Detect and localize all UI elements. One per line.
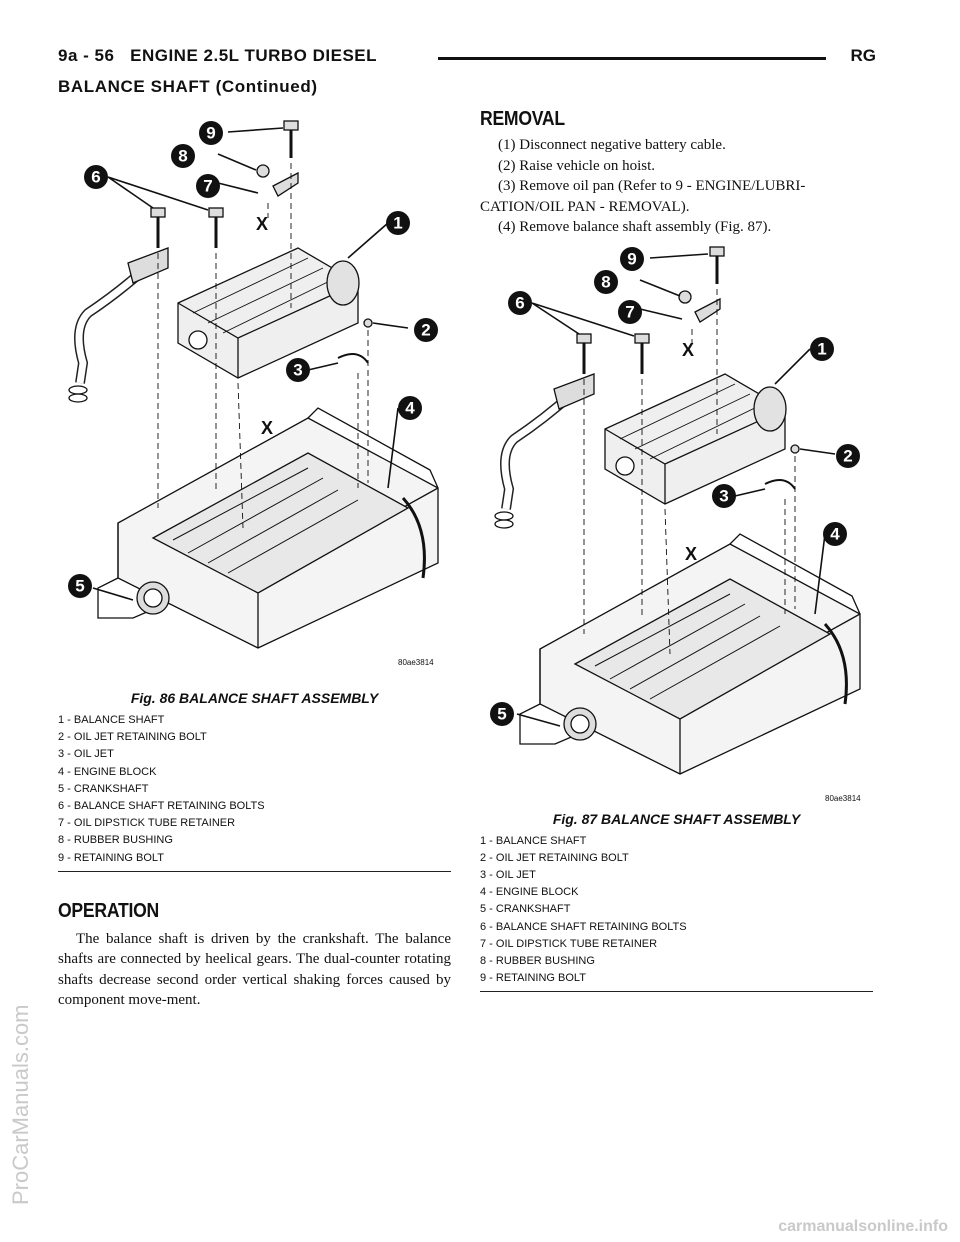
operation-heading: OPERATION [58, 899, 159, 922]
svg-text:6: 6 [91, 168, 100, 187]
footer-url: carmanualsonline.info [778, 1218, 948, 1235]
svg-text:2: 2 [421, 321, 430, 340]
figure-87-legend: 1 - BALANCE SHAFT 2 - OIL JET RETAINING … [480, 833, 873, 993]
legend-item: 4 - ENGINE BLOCK [58, 765, 157, 778]
removal-step: (4) Remove balance shaft assembly (Fig. … [498, 219, 772, 235]
operation-section: OPERATION The balance shaft is driven by… [58, 900, 451, 1011]
figure-86: X X 9 8 7 6 1 2 3 4 5 80ae3814 Fig. 86 B… [58, 108, 451, 872]
legend-item: 7 - OIL DIPSTICK TUBE RETAINER [480, 937, 658, 950]
svg-text:8: 8 [178, 147, 187, 166]
legend-item: 5 - CRANKSHAFT [480, 903, 571, 916]
figure-87: X X 9 8 7 6 1 2 3 4 5 80ae3814 Fig. 87 B… [480, 244, 873, 993]
svg-text:9: 9 [206, 124, 215, 143]
svg-text:1: 1 [817, 339, 826, 358]
legend-item: 9 - RETAINING BOLT [58, 851, 164, 864]
legend-item: 3 - OIL JET [58, 748, 114, 761]
callouts: 9 8 7 6 1 2 3 4 5 [68, 121, 438, 598]
callouts: 9 8 7 6 1 2 3 4 5 [490, 246, 860, 726]
operation-text: The balance shaft is driven by the crank… [58, 929, 451, 1011]
figure-87-illustration: X X 9 8 7 6 1 2 3 4 5 80ae3814 [490, 245, 861, 803]
figure-86-legend: 1 - BALANCE SHAFT 2 - OIL JET RETAINING … [58, 712, 451, 872]
legend-item: 9 - RETAINING BOLT [480, 972, 586, 985]
svg-text:9: 9 [627, 249, 636, 268]
svg-text:3: 3 [293, 361, 302, 380]
figure-86-illustration: X X 9 8 7 6 1 2 3 4 5 80ae3814 [68, 120, 439, 667]
removal-step: (1) Disconnect negative battery cable. [498, 137, 726, 153]
legend-item: 7 - OIL DIPSTICK TUBE RETAINER [58, 817, 236, 830]
svg-text:3: 3 [719, 486, 728, 505]
legend-item: 8 - RUBBER BUSHING [58, 834, 173, 847]
svg-text:5: 5 [75, 577, 84, 596]
figure-86-title: Fig. 86 BALANCE SHAFT ASSEMBLY [130, 690, 379, 706]
x-marker: X [261, 418, 273, 438]
removal-steps: (1) Disconnect negative battery cable. (… [480, 135, 873, 238]
right-column: REMOVAL (1) Disconnect negative battery … [480, 108, 873, 993]
removal-step: (2) Raise vehicle on hoist. [498, 157, 656, 174]
page-header: 9a - 56 ENGINE 2.5L TURBO DIESEL RG [58, 46, 876, 76]
x-marker: X [682, 340, 694, 360]
legend-item: 1 - BALANCE SHAFT [58, 714, 165, 726]
legend-item: 5 - CRANKSHAFT [58, 782, 149, 795]
figure-87-title: Fig. 87 BALANCE SHAFT ASSEMBLY [552, 810, 801, 827]
left-column: X X 9 8 7 6 1 2 3 4 5 80ae3814 Fig. 86 B… [58, 108, 451, 1011]
removal-step: (3) Remove oil pan (Refer to 9 - ENGINE/… [480, 178, 806, 215]
svg-text:6: 6 [515, 293, 524, 312]
svg-text:1: 1 [393, 214, 402, 233]
operation-paragraph: The balance shaft is driven by the crank… [58, 930, 451, 1009]
x-marker: X [256, 214, 268, 234]
watermark: ProCarManuals.com [8, 1004, 33, 1205]
legend-item: 2 - OIL JET RETAINING BOLT [58, 731, 207, 744]
legend-item: 4 - ENGINE BLOCK [480, 886, 579, 899]
svg-text:5: 5 [497, 704, 506, 723]
svg-text:7: 7 [625, 302, 634, 321]
removal-heading: REMOVAL [480, 108, 565, 130]
section-continued-title: BALANCE SHAFT (Continued) [58, 77, 318, 96]
x-marker: X [685, 544, 697, 564]
legend-item: 3 - OIL JET [480, 868, 536, 881]
header-code: RG [850, 46, 877, 65]
svg-text:4: 4 [830, 524, 840, 543]
legend-item: 2 - OIL JET RETAINING BOLT [480, 851, 629, 864]
removal-section: REMOVAL (1) Disconnect negative battery … [480, 108, 873, 238]
page-section-title: 9a - 56 ENGINE 2.5L TURBO DIESEL [58, 46, 378, 65]
legend-item: 6 - BALANCE SHAFT RETAINING BOLTS [480, 920, 687, 933]
legend-item: 8 - RUBBER BUSHING [480, 954, 595, 967]
svg-text:8: 8 [601, 272, 610, 291]
legend-item: 1 - BALANCE SHAFT [480, 834, 587, 847]
svg-text:2: 2 [843, 446, 852, 465]
svg-text:7: 7 [203, 177, 212, 196]
header-rule [438, 57, 826, 60]
figure-86-code: 80ae3814 [398, 658, 434, 667]
legend-item: 6 - BALANCE SHAFT RETAINING BOLTS [58, 800, 265, 813]
svg-text:4: 4 [405, 399, 415, 418]
figure-87-code: 80ae3814 [825, 794, 861, 803]
